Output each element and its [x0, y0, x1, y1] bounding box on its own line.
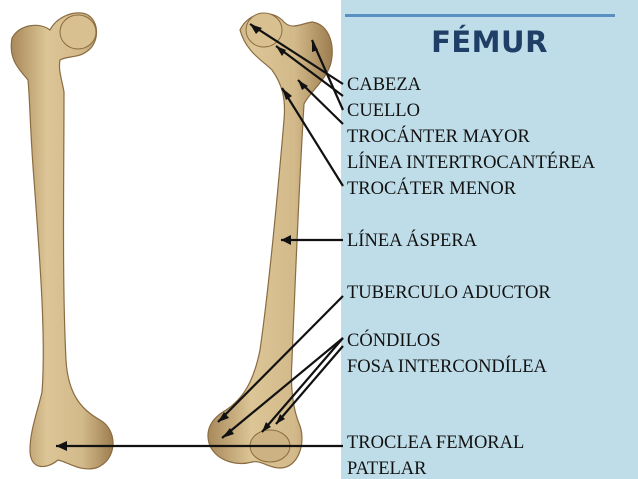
arrow-trocanter-mayor	[312, 40, 318, 52]
femur-left-shape	[10, 12, 114, 470]
leader-tuberculo-aductor	[217, 295, 344, 423]
femur-right-shape	[207, 13, 333, 469]
arrow-fosa-intercondilea	[276, 414, 285, 424]
label-linea-intertrocanterea: LÍNEA INTERTROCANTÉREA	[347, 153, 596, 173]
label-trocanter-mayor: TROCÁNTER MAYOR	[347, 127, 530, 147]
arrow-trocanter-menor	[282, 88, 292, 100]
arrow-tuberculo-aductor	[218, 412, 229, 422]
arrow-cabeza	[250, 24, 262, 34]
diagram-title: FÉMUR	[431, 25, 548, 59]
arrow-cuello	[276, 46, 286, 56]
arrow-linea-intertrocanterea	[298, 80, 308, 90]
label-condilos: CÓNDILOS	[347, 331, 441, 351]
arrow-linea-aspera	[281, 235, 291, 245]
label-panel	[341, 0, 638, 479]
label-fosa-intercondilea: FOSA INTERCONDÍLEA	[347, 357, 547, 377]
label-linea-aspera: LÍNEA ÁSPERA	[347, 231, 478, 251]
leader-cuello	[275, 45, 344, 97]
leader-trocanter-menor	[281, 87, 344, 187]
arrow-condilos-a	[222, 428, 234, 438]
femur-left	[10, 12, 114, 470]
leader-arrowheads	[56, 24, 318, 451]
label-tuberculo-aductor: TUBERCULO ADUCTOR	[347, 283, 551, 303]
arrow-condilos-b	[262, 422, 271, 432]
panel-divider	[345, 14, 615, 17]
label-trocanter-menor: TROCÁTER MENOR	[347, 179, 517, 199]
leader-condilos-a	[221, 337, 344, 439]
label-patelar: PATELAR	[347, 459, 427, 479]
femur-left-head	[59, 14, 97, 50]
leader-fosa-intercondilea	[275, 345, 344, 425]
label-cuello: CUELLO	[347, 101, 420, 121]
leader-lines	[56, 23, 345, 448]
label-troclea-femoral: TROCLEA FEMORAL	[347, 433, 525, 453]
arrow-troclea-femoral	[56, 441, 67, 451]
leader-trocanter-mayor	[310, 39, 345, 111]
leader-condilos-b	[261, 337, 344, 433]
label-cabeza: CABEZA	[347, 75, 421, 95]
